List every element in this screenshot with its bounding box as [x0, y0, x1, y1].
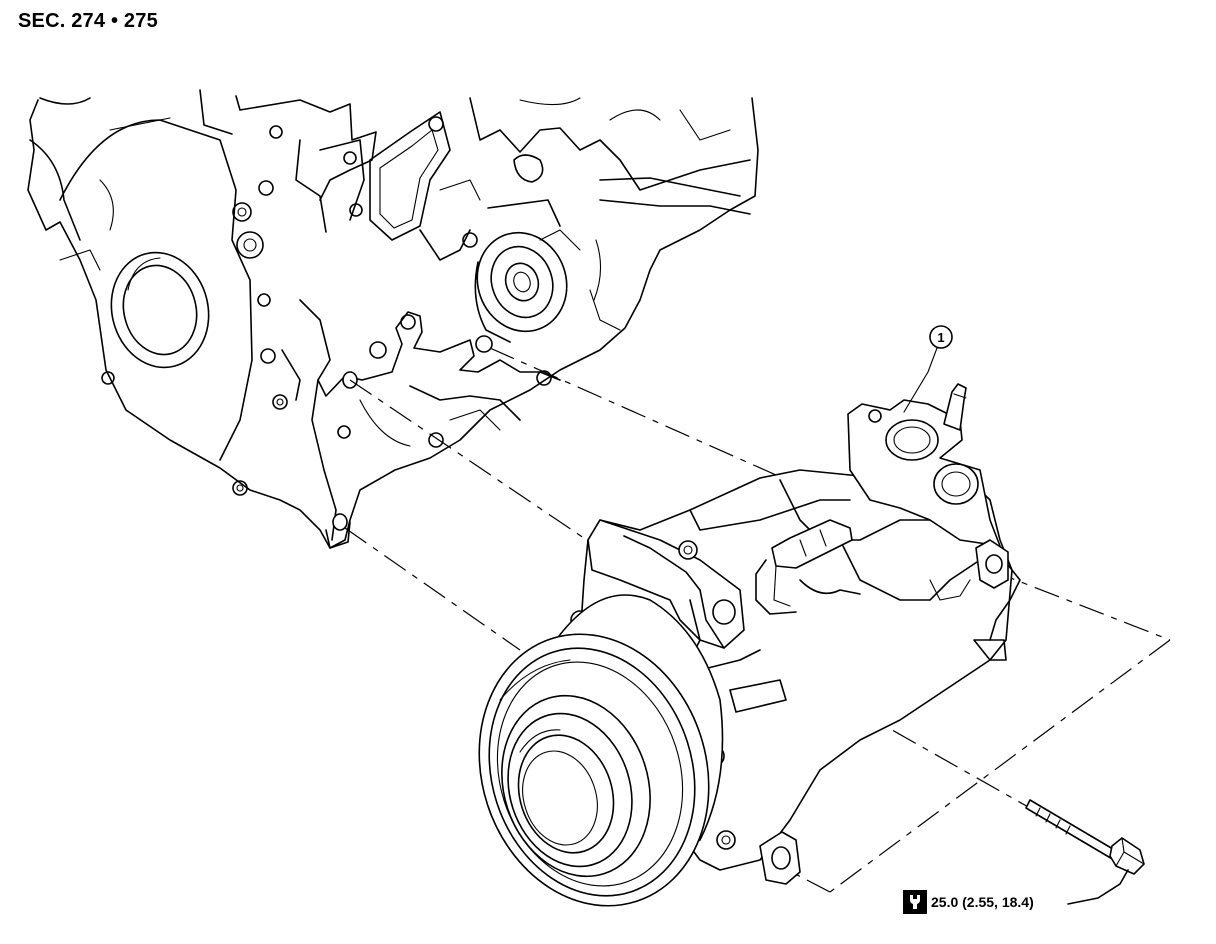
torque-value: 25.0 (2.55, 18.4) — [931, 894, 1034, 910]
torque-wrench-icon — [903, 890, 927, 914]
callout-1-label: 1 — [937, 330, 944, 345]
engine-block — [27, 89, 759, 549]
mounting-bolt — [1025, 799, 1145, 905]
torque-spec: 25.0 (2.55, 18.4) — [903, 889, 1034, 915]
section-title: SEC. 274 • 275 — [18, 10, 158, 32]
callout-1: 1 — [903, 325, 953, 413]
ac-compressor — [478, 383, 1021, 907]
